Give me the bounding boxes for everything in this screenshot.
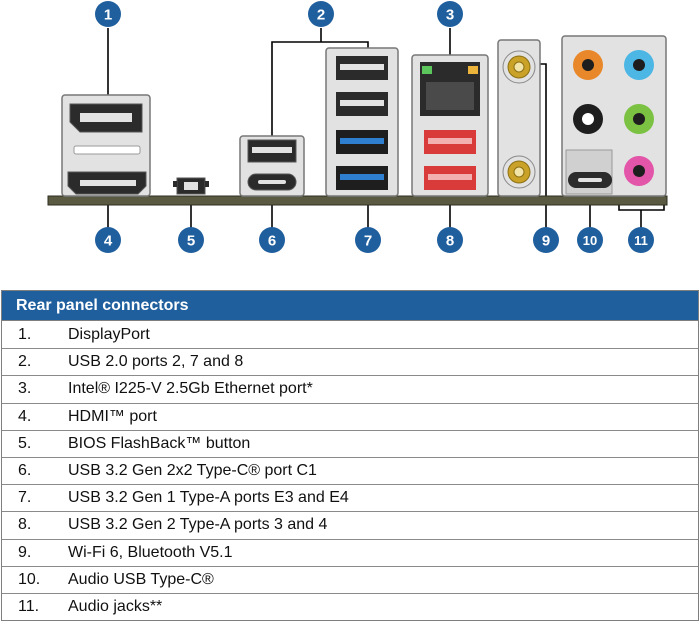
callout-3: 3 — [437, 1, 463, 27]
callout-5: 5 — [178, 227, 204, 253]
row-description: USB 3.2 Gen 2 Type-A ports 3 and 4 — [68, 516, 328, 534]
table-header: Rear panel connectors — [2, 291, 698, 321]
audio-jack-icon — [624, 104, 654, 134]
callout-7: 7 — [355, 227, 381, 253]
row-number: 7. — [18, 489, 32, 507]
row-description: USB 3.2 Gen 1 Type-A ports E3 and E4 — [68, 489, 349, 507]
audio-jack-icon — [573, 104, 603, 134]
svg-text:3: 3 — [446, 7, 454, 24]
row-description: Audio USB Type-C® — [68, 570, 214, 588]
row-number: 8. — [18, 516, 32, 534]
table-row: 8. USB 3.2 Gen 2 Type-A ports 3 and 4 — [2, 511, 698, 538]
antenna-connector-icon — [502, 50, 536, 84]
callout-11: 11 — [628, 227, 654, 253]
board-strip — [47, 195, 668, 206]
bios-flashback-button-icon — [173, 177, 209, 195]
row-description: USB 3.2 Gen 2x2 Type-C® port C1 — [68, 462, 317, 480]
lan-usb-stack — [411, 54, 489, 197]
callout-9: 9 — [533, 227, 559, 253]
row-description: Intel® I225-V 2.5Gb Ethernet port* — [68, 380, 313, 398]
table-row: 11. Audio jacks** — [2, 592, 698, 620]
usb-quad-stack — [325, 47, 399, 197]
svg-text:8: 8 — [446, 233, 454, 250]
callout-4: 4 — [95, 227, 121, 253]
svg-text:7: 7 — [364, 233, 372, 250]
table-row: 10. Audio USB Type-C® — [2, 565, 698, 593]
rear-panel-diagram: 1 2 3 4 5 6 7 8 9 10 11 — [47, 1, 668, 253]
antenna-connector-icon — [502, 155, 536, 189]
row-number: 3. — [18, 380, 32, 398]
row-description: Audio jacks** — [68, 597, 163, 615]
usb-typec-stack — [239, 135, 305, 197]
table-row: 7. USB 3.2 Gen 1 Type-A ports E3 and E4 — [2, 484, 698, 511]
table-row: 3. Intel® I225-V 2.5Gb Ethernet port* — [2, 375, 698, 402]
row-number: 5. — [18, 434, 32, 452]
row-description: DisplayPort — [68, 325, 150, 343]
callout-6: 6 — [259, 227, 285, 253]
svg-text:11: 11 — [634, 233, 648, 248]
rear-panel-connectors-table: Rear panel connectors 1. DisplayPort 2. USB… — [1, 290, 699, 622]
displayport-hdmi-housing — [61, 94, 151, 197]
table-row: 2. USB 2.0 ports 2, 7 and 8 — [2, 348, 698, 375]
row-description: BIOS FlashBack™ button — [68, 434, 251, 452]
row-number: 2. — [18, 353, 32, 371]
row-description: Wi-Fi 6, Bluetooth V5.1 — [68, 543, 233, 561]
row-description: USB 2.0 ports 2, 7 and 8 — [68, 353, 244, 371]
callout-2: 2 — [308, 1, 334, 27]
svg-text:5: 5 — [187, 233, 195, 250]
row-number: 10. — [18, 570, 41, 588]
row-number: 1. — [18, 325, 32, 343]
row-number: 9. — [18, 543, 32, 561]
table-row: 4. HDMI™ port — [2, 402, 698, 430]
callout-10: 10 — [577, 227, 603, 253]
audio-jack-icon — [573, 50, 603, 80]
callout-1: 1 — [95, 1, 121, 27]
svg-text:1: 1 — [104, 7, 112, 24]
audio-jack-icon — [624, 156, 654, 186]
row-number: 4. — [18, 407, 32, 425]
table-row: 9. Wi-Fi 6, Bluetooth V5.1 — [2, 538, 698, 566]
row-description: HDMI™ port — [68, 407, 157, 425]
wifi-antenna-stack — [497, 39, 541, 197]
table-row: 5. BIOS FlashBack™ button — [2, 429, 698, 457]
svg-text:2: 2 — [317, 7, 325, 24]
audio-jack-icon — [624, 50, 654, 80]
svg-text:10: 10 — [583, 233, 597, 248]
svg-text:9: 9 — [542, 233, 550, 250]
callout-8: 8 — [437, 227, 463, 253]
svg-text:6: 6 — [268, 233, 276, 250]
row-number: 11. — [18, 597, 40, 615]
table-body: 1. DisplayPort 2. USB 2.0 ports 2, 7 and 8 3… — [2, 321, 698, 620]
row-number: 6. — [18, 462, 32, 480]
svg-text:4: 4 — [104, 233, 113, 250]
table-row: 6. USB 3.2 Gen 2x2 Type-C® port C1 — [2, 456, 698, 484]
audio-stack — [561, 35, 667, 197]
table-row: 1. DisplayPort — [2, 321, 698, 348]
